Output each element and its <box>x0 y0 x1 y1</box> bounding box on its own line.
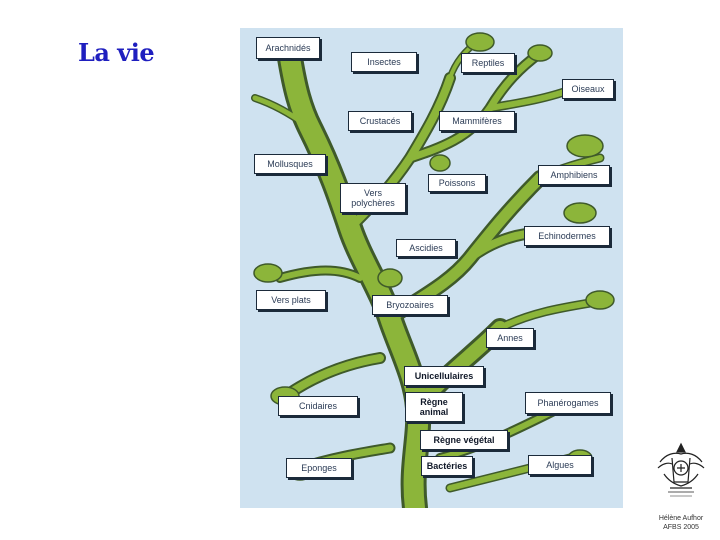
label-insectes: Insectes <box>351 52 417 72</box>
label-ascidies: Ascidies <box>396 239 456 257</box>
label-amphibiens: Amphibiens <box>538 165 610 185</box>
label-regne-animal: Règne animal <box>405 392 463 422</box>
label-arachnides: Arachnidés <box>256 37 320 59</box>
label-vers-polycheres: Vers polychères <box>340 183 406 213</box>
label-bryozoaires: Bryozoaires <box>372 295 448 315</box>
label-phanerogames: Phanérogames <box>525 392 611 414</box>
label-mammiferes: Mammifères <box>439 111 515 131</box>
label-mollusques: Mollusques <box>254 154 326 174</box>
label-echinodermes: Echinodermes <box>524 226 610 246</box>
label-poissons: Poissons <box>428 174 486 192</box>
tree-of-life-illustration: Arachnidés Insectes Reptiles Oiseaux Cru… <box>240 28 623 508</box>
label-cnidaires: Cnidaires <box>278 396 358 416</box>
label-annelides: Annes <box>486 328 534 348</box>
label-algues: Algues <box>528 455 592 475</box>
slide-title: La vie <box>78 38 155 67</box>
label-vers-plats: Vers plats <box>256 290 326 310</box>
label-eponges: Eponges <box>286 458 352 478</box>
label-regne-vegetal: Règne végétal <box>420 430 508 450</box>
label-reptiles: Reptiles <box>461 53 515 73</box>
label-bacteries: Bactéries <box>421 456 473 476</box>
label-oiseaux: Oiseaux <box>562 79 614 99</box>
academy-emblem-icon <box>657 442 705 497</box>
author-credit: Hélène Aufhor AFBS 2005 <box>658 515 704 531</box>
label-crustaces: Crustacés <box>348 111 412 131</box>
label-unicellulaires: Unicellulaires <box>404 366 484 386</box>
